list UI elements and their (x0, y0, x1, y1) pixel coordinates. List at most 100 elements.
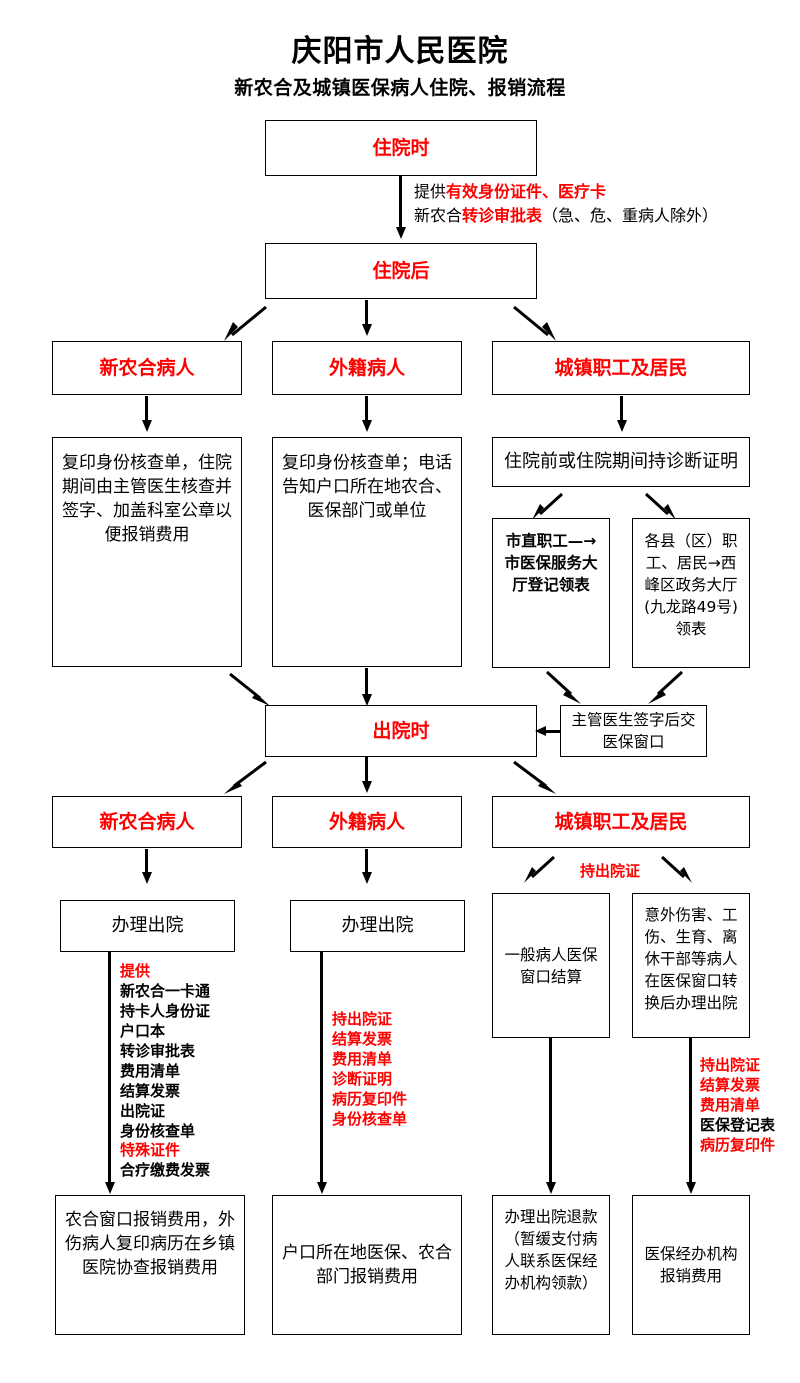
node-branch-nrcm-upper-label: 新农合病人 (99, 356, 195, 379)
arrowhead-icon (545, 1182, 556, 1194)
node-final-foreign-label: 户口所在地医保、农合部门报销费用 (282, 1242, 452, 1287)
node-branch-nrcm-lower-label: 新农合病人 (99, 810, 195, 833)
arrowhead-icon (685, 1182, 696, 1194)
arrowhead-icon (141, 872, 152, 884)
foreign-doc-item: 持出院证 (332, 1010, 393, 1028)
node-special-patient-label: 意外伤害、工伤、生育、离休干部等病人在医保窗口转换后办理出院 (644, 906, 738, 1012)
node-admission: 住院时 (265, 120, 537, 176)
node-branch-nrcm-lower: 新农合病人 (52, 796, 242, 848)
arrowhead-icon (361, 420, 372, 432)
nrcm-doc-item: 户口本 (120, 1021, 166, 1040)
arrowhead-icon (141, 420, 152, 432)
node-do-discharge-foreign: 办理出院 (290, 900, 465, 952)
connector-admission-to-after (399, 176, 402, 230)
nrcm-doc-item: 身份核查单 (120, 1121, 196, 1140)
connector-nrcm-to-discharge (228, 672, 272, 706)
node-urban-sub-county: 各县（区）职工、居民→西峰区政务大厅(九龙路49号)领表 (632, 518, 750, 668)
node-branch-foreign-lower-label: 外籍病人 (328, 810, 405, 833)
node-discharge: 出院时 (265, 705, 537, 757)
node-final-general: 办理出院退款（暂缓支付病人联系医保经办机构领款） (492, 1195, 610, 1335)
nrcm-doc-item: 出院证 (120, 1101, 166, 1120)
admission-note-l2-black-a: 新农合 (414, 206, 463, 225)
page-subtitle: 新农合及城镇医保病人住院、报销流程 (234, 77, 566, 99)
connector-discharge-to-foreign2 (365, 757, 368, 785)
connector-after-to-urban (512, 305, 558, 341)
nrcm-doc-item: 转诊审批表 (120, 1041, 196, 1060)
foreign-doc-item: 诊断证明 (332, 1069, 393, 1088)
connector-special-to-final (689, 1038, 692, 1188)
arrowhead-icon (104, 1182, 115, 1194)
node-general-patient-label: 一般病人医保窗口结算 (504, 945, 598, 986)
admission-note-l2-red: 转诊审批表 (462, 206, 543, 225)
node-branch-foreign-lower: 外籍病人 (272, 796, 462, 848)
node-urban-sub-city: 市直职工—→市医保服务大厅登记领表 (492, 518, 610, 668)
node-after-admission-label: 住院后 (372, 259, 430, 282)
foreign-doc-item: 费用清单 (332, 1049, 393, 1068)
node-admission-label: 住院时 (372, 136, 430, 159)
node-urban-detail-label: 住院前或住院期间持诊断证明 (504, 451, 738, 473)
node-urban-detail: 住院前或住院期间持诊断证明 (492, 437, 750, 487)
node-doctor-sign: 主管医生签字后交医保窗口 (560, 705, 707, 757)
connector-discharge-to-nrcm2 (222, 760, 268, 794)
connector-foreign-detail (365, 396, 368, 424)
node-nrcm-detail-label: 复印身份核查单，住院期间由主管医生核查并签字、加盖科室公章以便报销费用 (62, 453, 232, 546)
node-foreign-detail: 复印身份核查单；电话告知户口所在地农合、医保部门或单位 (272, 437, 462, 667)
node-final-special: 医保经办机构报销费用 (632, 1195, 750, 1335)
node-branch-urban-lower-label: 城镇职工及居民 (554, 810, 688, 833)
nrcm-doc-item: 提供 (120, 962, 151, 980)
nrcm-doc-item: 合疗缴费发票 (120, 1161, 211, 1180)
connector-urban2-to-general (522, 855, 556, 883)
nrcm-doc-item: 费用清单 (120, 1061, 181, 1080)
connector-city-to-sign (545, 670, 583, 704)
node-do-discharge-nrcm-label: 办理出院 (111, 915, 184, 937)
node-branch-foreign-upper-label: 外籍病人 (328, 356, 405, 379)
foreign-doc-item: 身份核查单 (332, 1109, 408, 1128)
node-special-patient: 意外伤害、工伤、生育、离休干部等病人在医保窗口转换后办理出院 (632, 893, 750, 1038)
nrcm-doc-item: 特殊证件 (120, 1141, 181, 1160)
node-final-foreign: 户口所在地医保、农合部门报销费用 (272, 1195, 462, 1335)
nrcm-doc-item: 新农合一卡通 (120, 981, 211, 1000)
node-do-discharge-foreign-label: 办理出院 (341, 915, 414, 937)
connector-discharge-to-urban2 (512, 760, 558, 794)
foreign-doc-item: 结算发票 (332, 1029, 393, 1048)
node-urban-sub-county-label: 各县（区）职工、居民→西峰区政务大厅(九龙路49号)领表 (644, 532, 738, 638)
arrowhead-icon (316, 1182, 327, 1194)
connector-nrcm2-to-do-discharge (145, 849, 148, 875)
node-branch-nrcm-upper: 新农合病人 (52, 341, 242, 395)
admission-note-l1-black: 提供 (414, 182, 447, 201)
node-branch-foreign-upper: 外籍病人 (272, 341, 462, 395)
arrowhead-icon (535, 725, 546, 736)
node-doctor-sign-label: 主管医生签字后交医保窗口 (571, 711, 696, 751)
connector-after-to-foreign (365, 300, 368, 328)
special-doc-item: 结算发票 (700, 1075, 761, 1094)
node-branch-urban-lower: 城镇职工及居民 (492, 796, 750, 848)
special-doc-item: 病历复印件 (700, 1135, 776, 1154)
node-do-discharge-nrcm: 办理出院 (60, 900, 235, 952)
arrowhead-icon (361, 694, 372, 706)
arrowhead-icon (395, 227, 406, 239)
node-final-nrcm: 农合窗口报销费用，外伤病人复印病历在乡镇医院协查报销费用 (55, 1195, 245, 1335)
special-doc-item: 医保登记表 (700, 1115, 776, 1134)
connector-foreign-docs (320, 952, 323, 1188)
node-foreign-detail-label: 复印身份核查单；电话告知户口所在地农合、医保部门或单位 (282, 453, 452, 522)
arrowhead-icon (361, 872, 372, 884)
special-doc-item: 持出院证 (700, 1056, 761, 1074)
admission-note: 提供有效身份证件、医疗卡 新农合转诊审批表（急、危、重病人除外） (414, 180, 718, 228)
arrowhead-icon (361, 781, 372, 793)
annotation-foreign-docs: 持出院证 结算发票 费用清单 诊断证明 病历复印件 身份核查单 (332, 1010, 407, 1130)
special-doc-item: 费用清单 (700, 1095, 761, 1114)
node-discharge-label: 出院时 (372, 719, 430, 742)
node-branch-urban-upper-label: 城镇职工及居民 (554, 356, 688, 379)
foreign-doc-item: 病历复印件 (332, 1089, 408, 1108)
admission-note-l2-black-b: （急、危、重病人除外） (542, 206, 719, 225)
node-branch-urban-upper: 城镇职工及居民 (492, 341, 750, 395)
page-title: 庆阳市人民医院 (291, 34, 509, 69)
nrcm-doc-item: 结算发票 (120, 1081, 181, 1100)
connector-nrcm-docs (108, 952, 111, 1188)
annotation-special-docs: 持出院证 结算发票 费用清单 医保登记表 病历复印件 (700, 1056, 775, 1156)
arrowhead-icon (616, 420, 627, 432)
annotation-hold-discharge-cert: 持出院证 (580, 862, 640, 882)
node-final-special-label: 医保经办机构报销费用 (644, 1245, 738, 1285)
connector-foreign-to-discharge (365, 668, 368, 698)
